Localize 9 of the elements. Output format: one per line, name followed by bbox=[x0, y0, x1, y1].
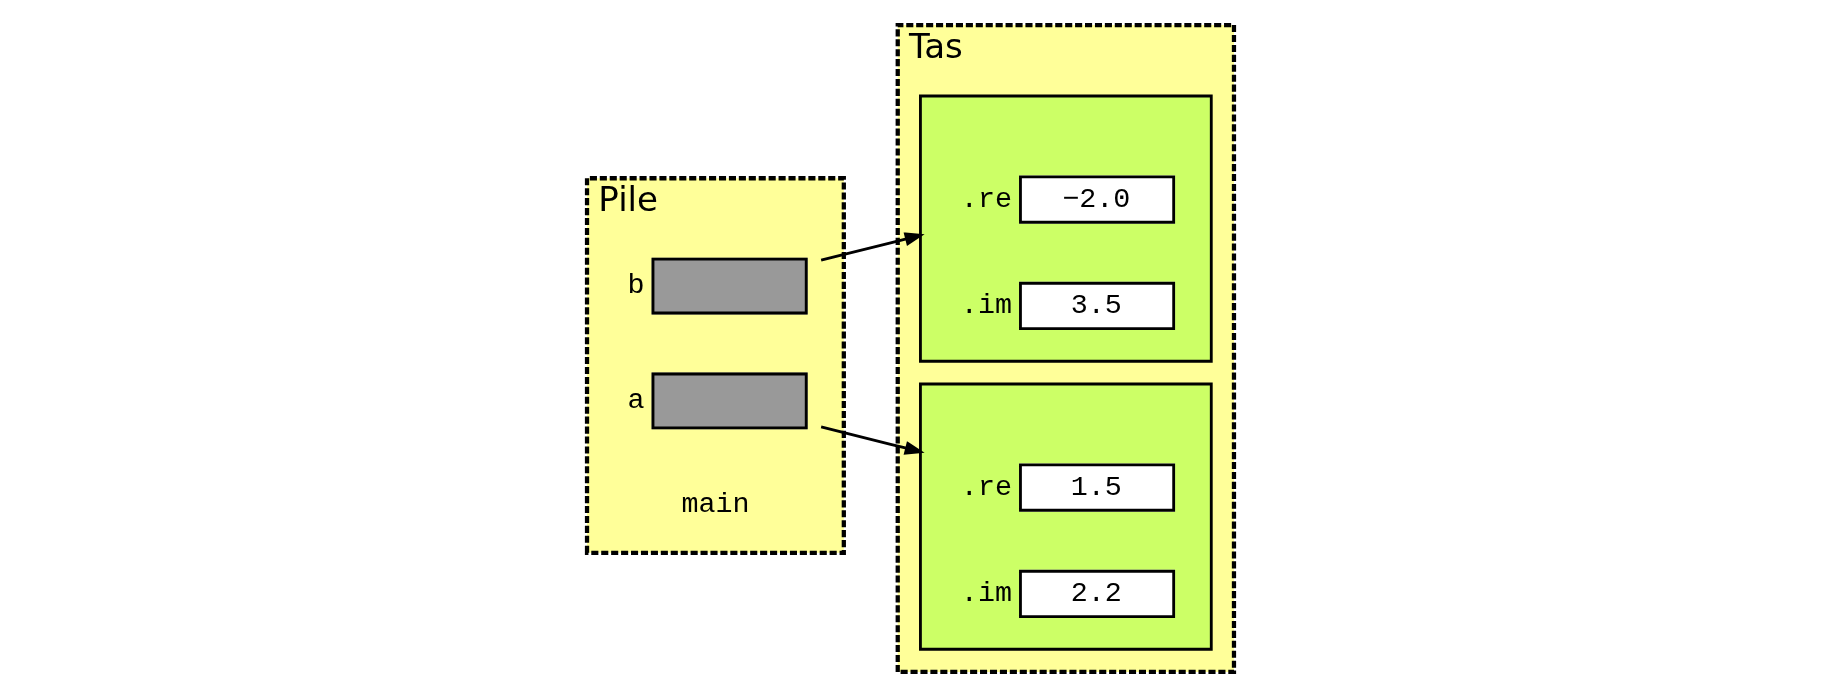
node-label: .im bbox=[960, 289, 1012, 323]
node-label: b bbox=[627, 269, 645, 303]
node-label: .re bbox=[960, 470, 1012, 504]
node-label: .re bbox=[960, 182, 1012, 216]
label: main bbox=[681, 487, 750, 521]
node-label: .im bbox=[960, 577, 1012, 611]
cluster bbox=[919, 382, 1213, 651]
node-label: a bbox=[627, 384, 645, 418]
cluster bbox=[919, 94, 1213, 363]
